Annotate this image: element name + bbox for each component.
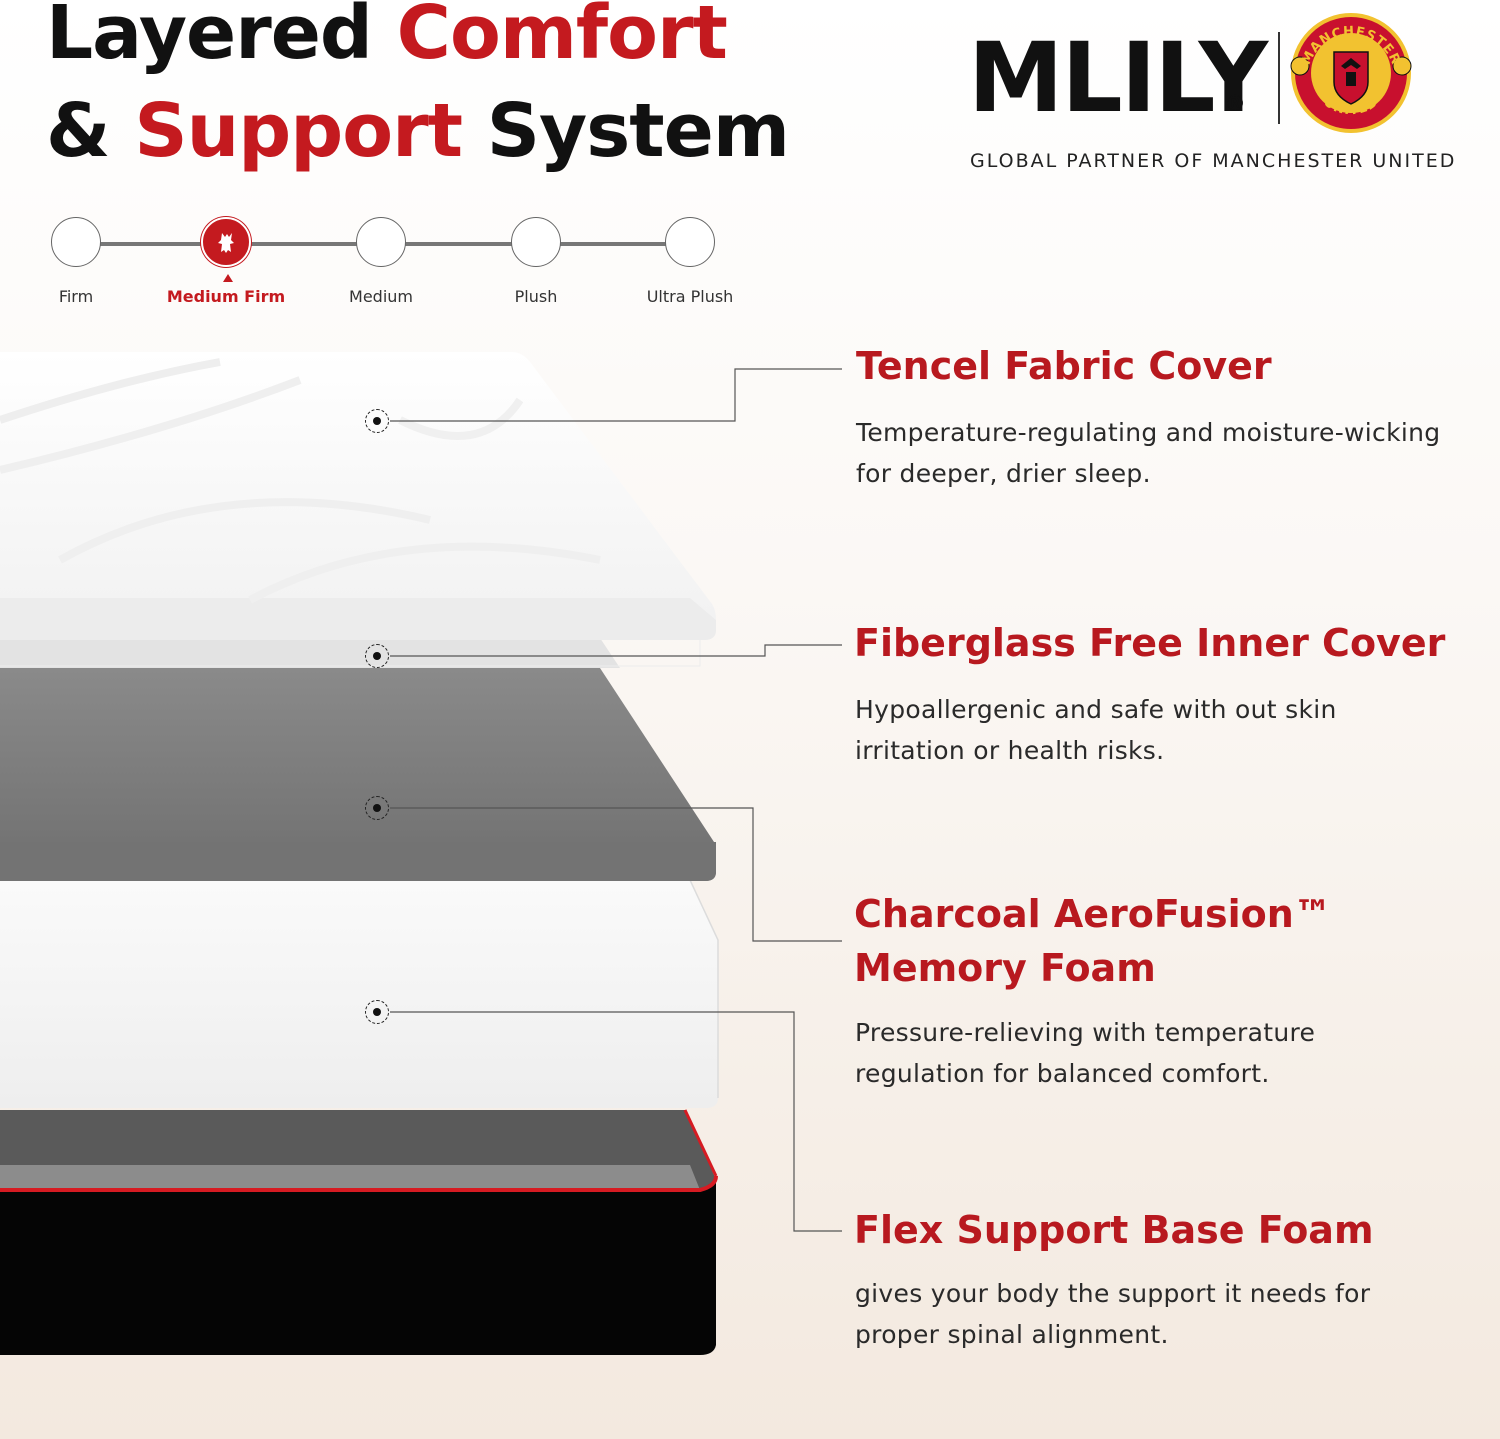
logo-divider	[1278, 32, 1280, 124]
brand-tagline: GLOBAL PARTNER OF MANCHESTER UNITED	[970, 150, 1457, 172]
firmness-selected-pointer-icon	[223, 274, 233, 282]
layer-marker-base-foam-icon	[365, 1000, 389, 1024]
manchester-united-crest-icon: MANCHESTER UNITED	[1290, 13, 1412, 133]
brand-wordmark: MLILY	[968, 22, 1268, 134]
feature-title-tencel: Tencel Fabric Cover	[856, 344, 1272, 388]
feature-title-charcoal-line1: Charcoal AeroFusion™	[854, 892, 1332, 936]
feature-desc-base-foam: gives your body the support it needs for…	[855, 1279, 1371, 1349]
inner-cover-layer	[0, 637, 701, 668]
title-ampersand: &	[46, 88, 111, 174]
white-support-foam-layer	[0, 879, 719, 1108]
title-word-layered: Layered	[46, 0, 373, 76]
firmness-label-medium: Medium	[349, 287, 413, 306]
page-title-line1: Layered Comfort	[46, 0, 728, 70]
firmness-node-ultra-plush	[665, 217, 715, 267]
feature-desc-charcoal: Pressure-relieving with temperature regu…	[855, 1018, 1316, 1088]
tencel-cover-layer	[0, 352, 716, 640]
title-word-support: Support	[134, 88, 463, 174]
layer-marker-tencel-icon	[365, 409, 389, 433]
firmness-node-firm	[51, 217, 101, 267]
firmness-node-medium	[356, 217, 406, 267]
crest-text-bottom: UNITED	[1321, 95, 1381, 119]
mattress-layers-illustration	[0, 352, 719, 1355]
feature-title-base-foam: Flex Support Base Foam	[854, 1208, 1374, 1252]
title-word-comfort: Comfort	[396, 0, 728, 76]
page-title-line2: & Support System	[46, 94, 790, 168]
firmness-label-medium-firm: Medium Firm	[166, 287, 286, 306]
base-foam-layer	[0, 1109, 718, 1355]
firmness-node-plush	[511, 217, 561, 267]
firmness-label-firm: Firm	[58, 287, 94, 306]
firmness-label-plush: Plush	[514, 287, 558, 306]
firmness-label-ultra-plush: Ultra Plush	[646, 287, 734, 306]
red-devil-icon	[218, 233, 234, 253]
feature-desc-tencel: Temperature-regulating and moisture-wick…	[856, 418, 1441, 488]
brand-logo: MLILY ® MANCHESTER UNITED GLOBAL PARTNER…	[968, 13, 1454, 180]
charcoal-memory-foam-layer	[0, 668, 716, 881]
title-word-system: System	[486, 88, 790, 174]
firmness-node-medium-firm	[201, 217, 251, 267]
registered-mark: ®	[1224, 92, 1246, 117]
feature-title-charcoal-line2: Memory Foam	[854, 946, 1156, 990]
firmness-scale: Firm Medium Firm Medium Plush Ultra Plus…	[0, 210, 800, 320]
feature-desc-inner-cover: Hypoallergenic and safe with out skin ir…	[855, 695, 1337, 765]
layer-marker-charcoal-icon	[365, 796, 389, 820]
feature-title-inner-cover: Fiberglass Free Inner Cover	[854, 621, 1446, 665]
svg-text:UNITED: UNITED	[1321, 95, 1382, 119]
layer-marker-inner-cover-icon	[365, 644, 389, 668]
